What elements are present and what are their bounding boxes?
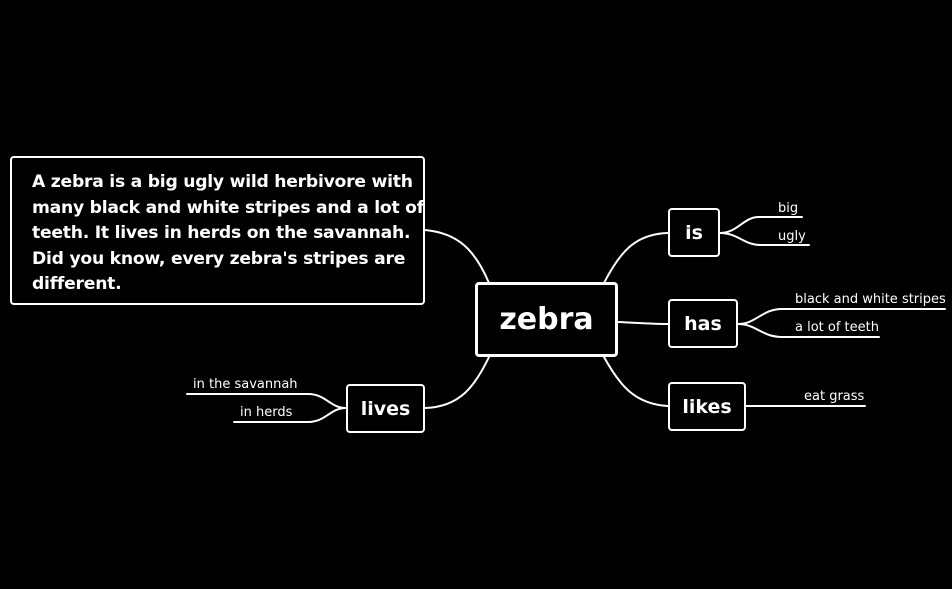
branch-node-label: has	[684, 312, 722, 335]
branch-node-likes[interactable]: likes	[668, 382, 746, 431]
leaf-node-teeth[interactable]: a lot of teeth	[795, 320, 879, 335]
branch-node-label: is	[685, 221, 703, 244]
connector-has-stripes	[737, 308, 946, 325]
leaf-node-stripes[interactable]: black and white stripes	[795, 292, 946, 307]
leaf-node-herds[interactable]: in herds	[240, 405, 293, 420]
connector-root-note	[424, 229, 490, 284]
connector-root-has	[617, 321, 669, 325]
note-line: teeth. It lives in herds on the savannah…	[32, 223, 411, 243]
note-line: A zebra is a big ugly wild herbivore wit…	[32, 172, 413, 192]
connector-root-likes	[603, 356, 669, 407]
note-line: Did you know, every zebra's stripes are	[32, 248, 406, 269]
leaf-node-big[interactable]: big	[778, 201, 799, 216]
connector-is-ugly	[719, 232, 810, 246]
branch-node-has[interactable]: has	[668, 299, 738, 348]
leaf-node-eat-grass[interactable]: eat grass	[804, 389, 865, 404]
connector-root-is	[603, 232, 669, 284]
note-box[interactable]: A zebra is a big ugly wild herbivore wit…	[10, 156, 425, 305]
connector-is-big	[719, 215, 803, 234]
root-node-label: zebra	[499, 302, 594, 337]
note-line: many black and white stripes and a lot o…	[32, 197, 424, 218]
connector-lives-herds	[233, 407, 347, 423]
note-line: different.	[32, 274, 122, 294]
branch-node-label: lives	[360, 397, 411, 420]
branch-node-label: likes	[682, 395, 732, 418]
connector-root-lives	[424, 356, 490, 409]
leaf-node-savannah[interactable]: in the savannah	[193, 377, 298, 392]
branch-node-is[interactable]: is	[668, 208, 720, 257]
branch-node-lives[interactable]: lives	[346, 384, 425, 433]
root-node[interactable]: zebra	[475, 282, 618, 357]
connector-has-teeth	[737, 323, 880, 338]
leaf-node-ugly[interactable]: ugly	[778, 229, 806, 244]
